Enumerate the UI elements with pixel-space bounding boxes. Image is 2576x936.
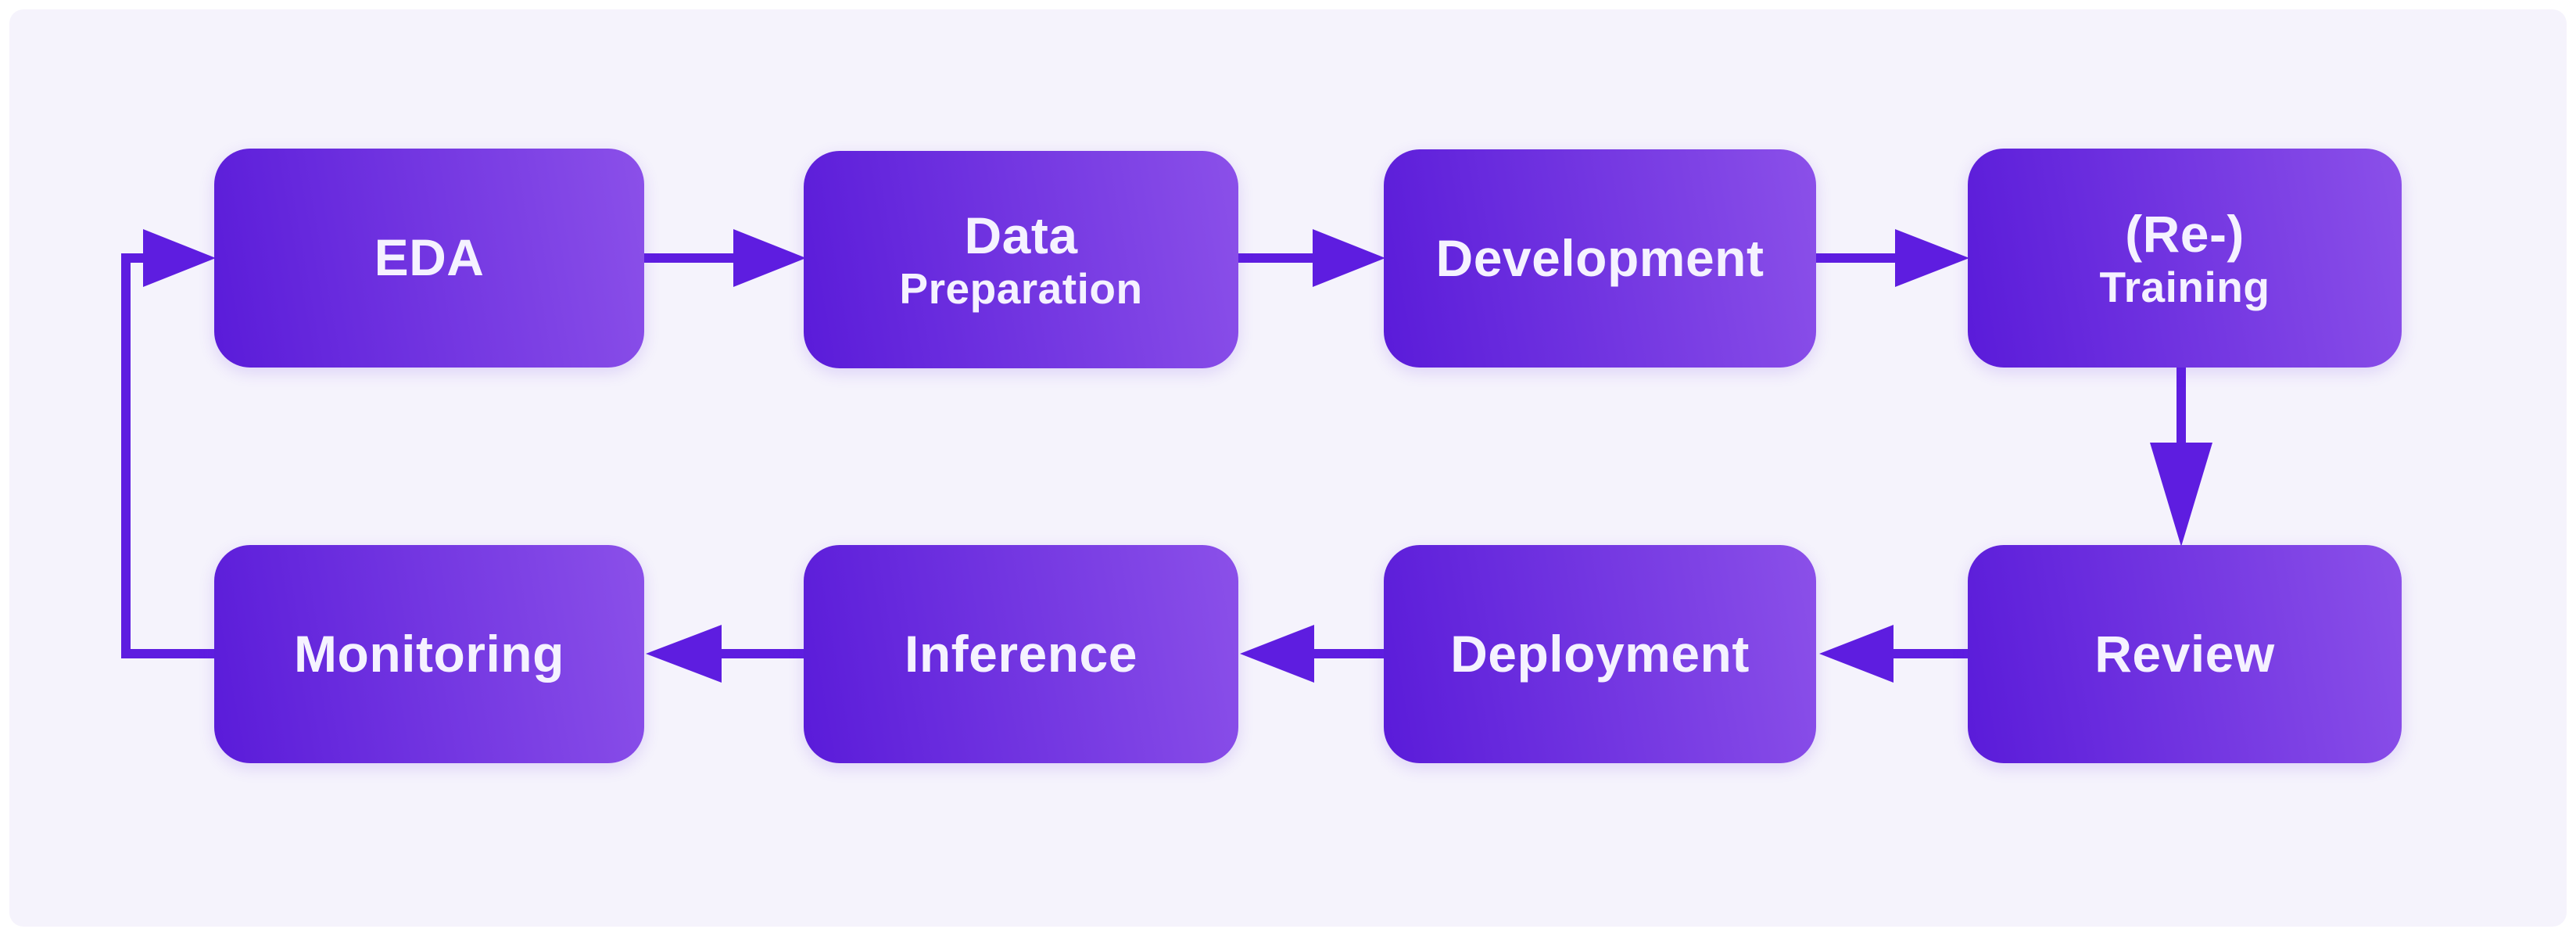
- node-eda-label: EDA: [374, 228, 485, 287]
- node-retraining: (Re-) Training: [1968, 149, 2402, 368]
- node-retraining-sublabel: Training: [2099, 262, 2270, 311]
- node-review: Review: [1968, 545, 2402, 763]
- node-data-preparation-label: Data: [964, 206, 1078, 264]
- node-data-preparation-sublabel: Preparation: [899, 264, 1143, 313]
- node-data-preparation: Data Preparation: [804, 151, 1238, 368]
- node-monitoring: Monitoring: [214, 545, 644, 763]
- node-deployment-label: Deployment: [1450, 624, 1750, 683]
- node-development: Development: [1384, 149, 1816, 368]
- node-inference: Inference: [804, 545, 1238, 763]
- node-development-label: Development: [1435, 228, 1765, 287]
- diagram-panel: [9, 9, 2567, 927]
- node-eda: EDA: [214, 149, 644, 368]
- node-monitoring-label: Monitoring: [294, 624, 564, 683]
- node-review-label: Review: [2094, 624, 2275, 683]
- node-inference-label: Inference: [905, 624, 1138, 683]
- node-retraining-label: (Re-): [2125, 204, 2245, 263]
- node-deployment: Deployment: [1384, 545, 1816, 763]
